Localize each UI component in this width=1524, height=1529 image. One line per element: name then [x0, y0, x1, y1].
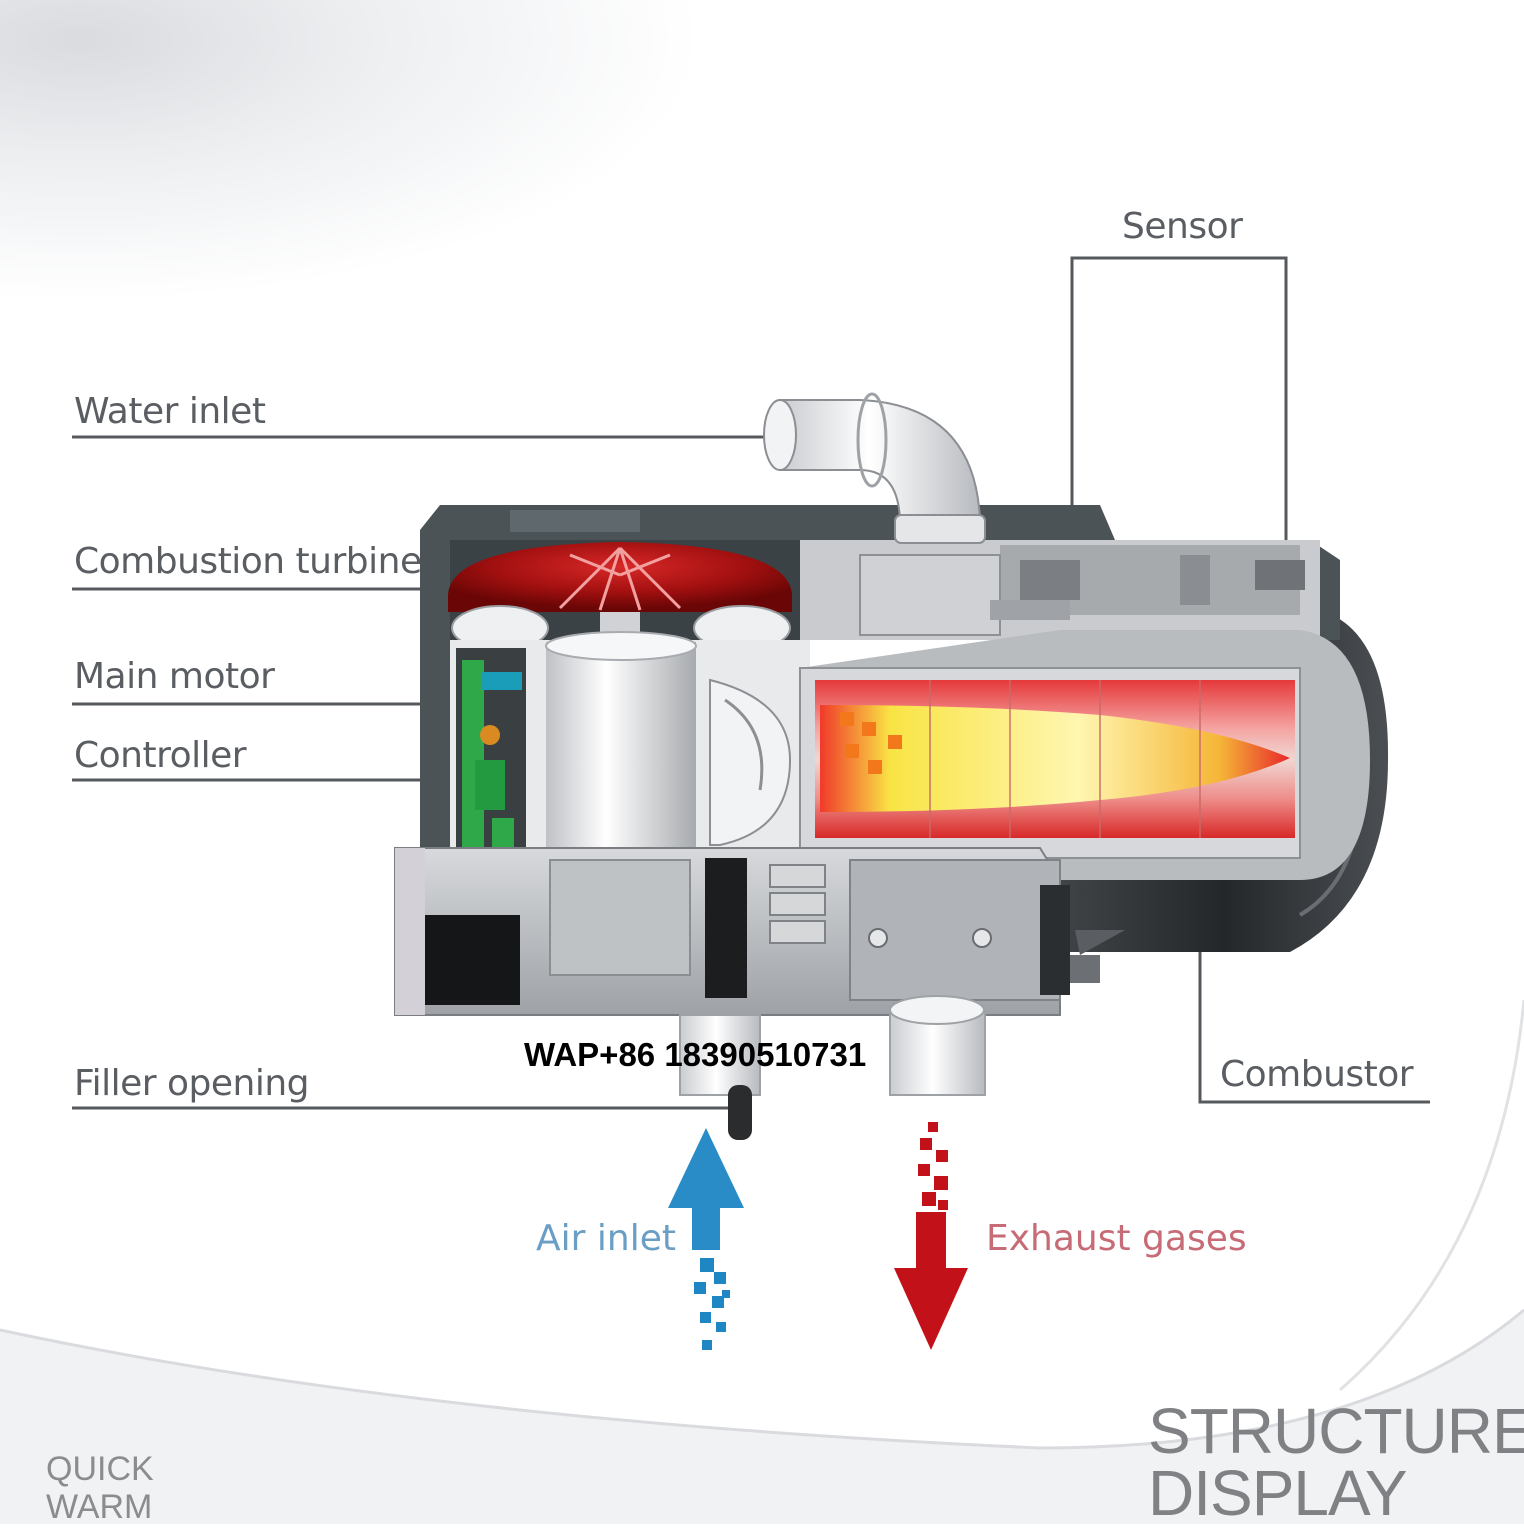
filler-opening-label: Filler opening [74, 1063, 309, 1104]
controller-label: Controller [74, 735, 246, 776]
main-motor-label: Main motor [74, 656, 274, 697]
exhaust-gases-label: Exhaust gases [986, 1218, 1247, 1259]
combustion-turbine-label: Combustion turbine [74, 541, 422, 582]
exhaust-arrow [894, 1122, 968, 1350]
heater-body [395, 394, 1388, 1140]
air-inlet-arrow [668, 1128, 744, 1350]
combustor-label: Combustor [1220, 1054, 1413, 1095]
contact-text: WAP+86 18390510731 [524, 1036, 866, 1074]
water-inlet-pipe [780, 400, 980, 520]
title-line-1: STRUCTURE [1148, 1400, 1524, 1462]
water-inlet-label: Water inlet [74, 391, 265, 432]
page-title: STRUCTURE DISPLAY [1148, 1400, 1524, 1524]
corner-tagline: QUICK WARM [46, 1450, 154, 1526]
air-inlet-label: Air inlet [536, 1218, 676, 1259]
title-line-2: DISPLAY [1148, 1462, 1524, 1524]
main-motor [546, 642, 696, 858]
corner-line-2: WARM [46, 1488, 154, 1526]
sensor-label: Sensor [1122, 206, 1242, 247]
filler-nozzle [728, 1085, 752, 1140]
corner-line-1: QUICK [46, 1450, 154, 1488]
